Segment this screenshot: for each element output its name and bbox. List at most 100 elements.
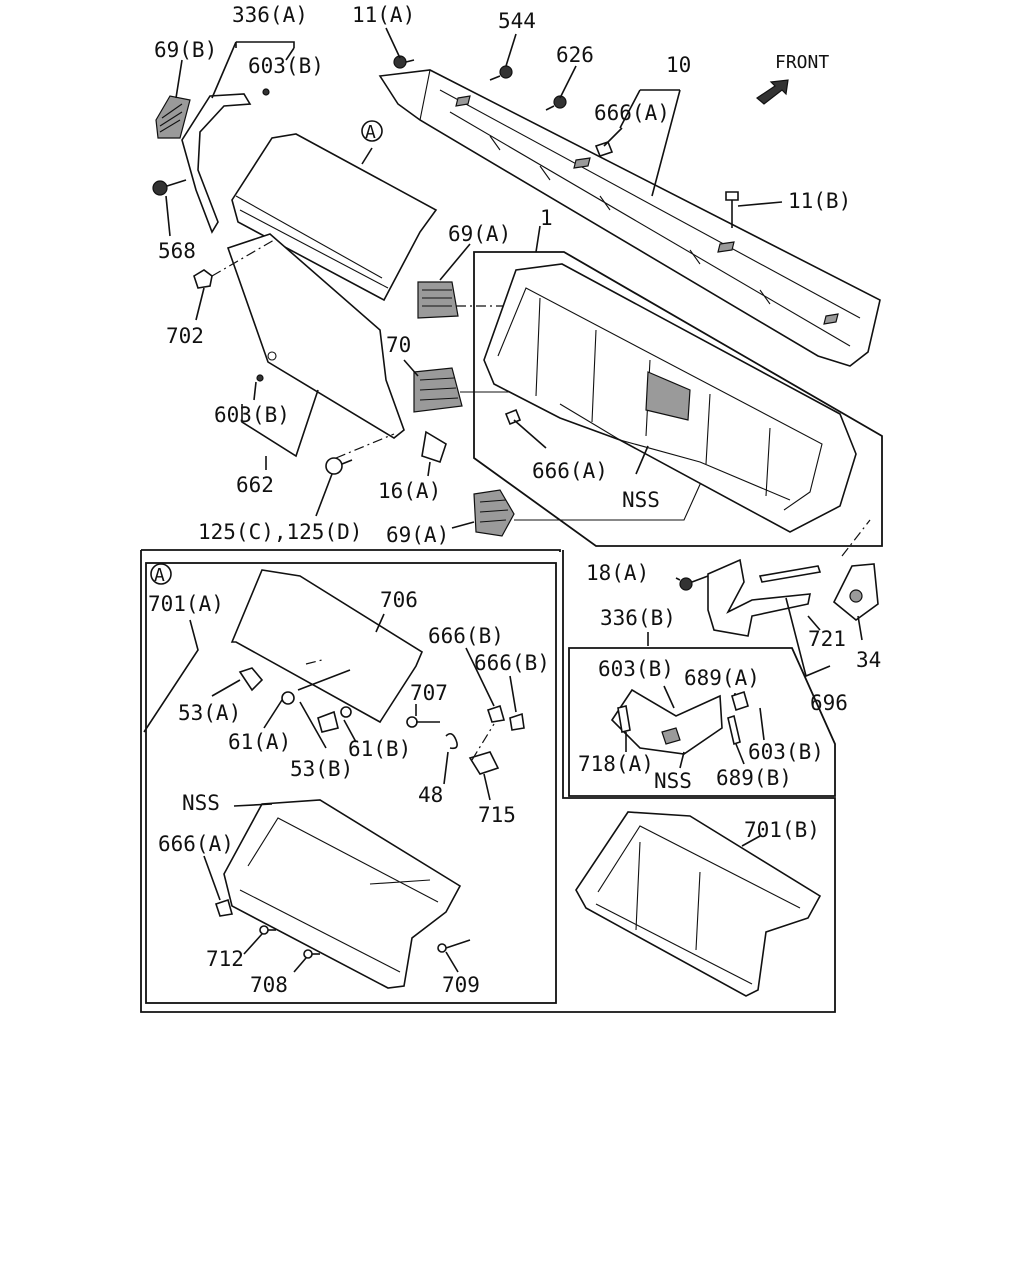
bracket-336B-part	[707, 558, 811, 637]
label-48: 48	[418, 783, 443, 807]
bracket-336B-detail	[610, 688, 723, 755]
lower-frame	[140, 549, 836, 1013]
knob-34	[832, 563, 879, 622]
clip-666A-box-icon	[214, 898, 234, 917]
bolt-11B-icon	[725, 191, 739, 228]
label-NSS-r: NSS	[654, 769, 692, 793]
bracket-336A	[181, 93, 252, 234]
label-701A: 701(A)	[148, 592, 224, 616]
label-603B-top: 603(B)	[248, 54, 324, 78]
label-689B: 689(B)	[716, 766, 792, 790]
nut-702-icon	[193, 269, 213, 289]
label-16A: 16(A)	[378, 479, 441, 503]
vent-70	[413, 367, 463, 413]
label-707: 707	[410, 681, 448, 705]
label-70: 70	[386, 333, 411, 357]
front-arrow-icon	[756, 79, 789, 105]
front-label: FRONT	[775, 52, 829, 73]
door-706	[230, 569, 424, 724]
label-689A: 689(A)	[684, 666, 760, 690]
label-53B: 53(B)	[290, 757, 353, 781]
label-666A-box: 666(A)	[158, 832, 234, 856]
guide-door	[305, 659, 323, 665]
label-125: 125(C),125(D)	[198, 520, 362, 544]
spring-48-icon	[445, 732, 458, 750]
guide-latch	[471, 723, 495, 761]
label-11B: 11(B)	[788, 189, 851, 213]
detail-A-box	[145, 562, 557, 1004]
callout-A-top: A	[361, 120, 383, 143]
label-1: 1	[540, 206, 553, 230]
latch-715-icon	[468, 751, 500, 775]
latch-16A-icon	[421, 430, 447, 464]
main-assembly-frame	[473, 251, 883, 547]
clip-666A-mid-icon	[504, 408, 522, 426]
clip-666B-icon	[486, 704, 525, 731]
label-NSS-top: NSS	[622, 488, 660, 512]
guide-34	[841, 519, 871, 557]
glovebox-frame-701A	[223, 799, 462, 989]
instrument-panel-body	[483, 263, 857, 533]
clip-125-icon	[325, 457, 353, 475]
label-662: 662	[236, 473, 274, 497]
leader-lines	[143, 27, 863, 973]
label-NSS-box: NSS	[182, 791, 220, 815]
label-69B: 69(B)	[154, 38, 217, 62]
label-18A: 18(A)	[586, 561, 649, 585]
callout-A-box: A	[150, 563, 172, 586]
label-336B: 336(B)	[600, 606, 676, 630]
label-568: 568	[158, 239, 196, 263]
label-701B: 701(B)	[744, 818, 820, 842]
label-336A: 336(A)	[232, 3, 308, 27]
screw-18A-icon	[679, 575, 709, 591]
label-544: 544	[498, 9, 536, 33]
label-34: 34	[856, 648, 881, 672]
label-666A-mid: 666(A)	[532, 459, 608, 483]
upper-dash-panel	[378, 69, 881, 367]
glovebox-door-upper	[231, 133, 438, 302]
screws-bottom-icon	[259, 925, 471, 959]
label-702: 702	[166, 324, 204, 348]
label-696: 696	[810, 691, 848, 715]
clip-666A-top-icon	[594, 141, 614, 157]
label-709: 709	[442, 973, 480, 997]
svg-text:A: A	[365, 122, 376, 143]
label-721: 721	[808, 627, 846, 651]
label-666A-top: 666(A)	[594, 101, 670, 125]
label-715: 715	[478, 803, 516, 827]
label-53A: 53(A)	[178, 701, 241, 725]
trim-721	[758, 565, 822, 583]
hinge-parts	[238, 667, 352, 733]
svg-text:A: A	[154, 565, 165, 586]
guide-lid-2	[335, 433, 395, 459]
label-708: 708	[250, 973, 288, 997]
pin-707-icon	[406, 716, 440, 728]
label-61A: 61(A)	[228, 730, 291, 754]
vent-69A-top	[417, 281, 459, 319]
pads-689-icon	[617, 690, 749, 746]
vent-69B	[155, 95, 191, 139]
label-706: 706	[380, 588, 418, 612]
label-666B-1: 666(B)	[428, 624, 504, 648]
label-626: 626	[556, 43, 594, 67]
label-11A: 11(A)	[352, 3, 415, 27]
label-718A: 718(A)	[578, 752, 654, 776]
vent-69A-bottom	[473, 489, 515, 537]
label-603B-mid: 603(B)	[214, 403, 290, 427]
label-712: 712	[206, 947, 244, 971]
screw-11A-icon	[393, 55, 415, 69]
label-69A-top: 69(A)	[448, 222, 511, 246]
clip-603B-mid-icon	[256, 374, 264, 382]
glovebox-lid-662	[226, 233, 405, 439]
screw-544-icon	[489, 65, 513, 81]
label-666B-2: 666(B)	[474, 651, 550, 675]
clip-603B-top-icon	[262, 88, 270, 96]
label-69A-bot: 69(A)	[386, 523, 449, 547]
label-61B: 61(B)	[348, 737, 411, 761]
label-603B-r2: 603(B)	[748, 740, 824, 764]
detail-336B-box	[568, 647, 836, 797]
screw-626-icon	[545, 95, 567, 111]
label-603B-r1: 603(B)	[598, 657, 674, 681]
glovebox-frame-701B	[575, 811, 822, 997]
